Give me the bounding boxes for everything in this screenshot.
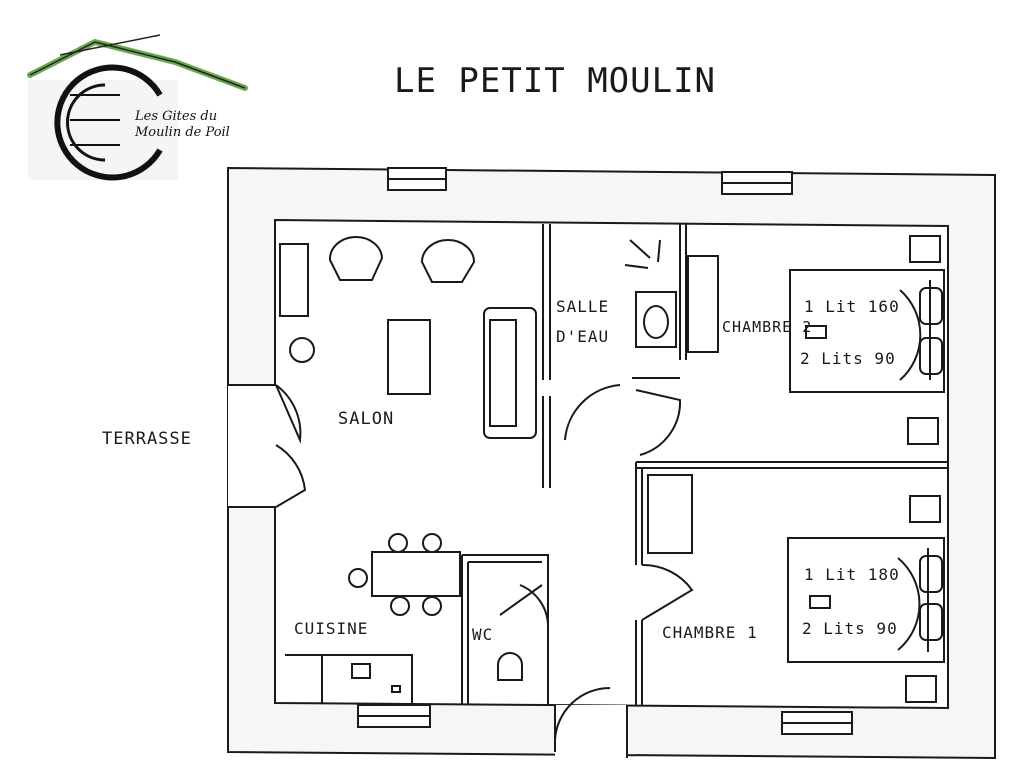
logo: Les Gites du Moulin de Poil: [27, 34, 248, 181]
logo-line1: Les Gites du: [134, 109, 217, 124]
room-label-chambre1: CHAMBRE 1: [662, 623, 758, 642]
room-label-salle-eau-2: D'EAU: [556, 327, 609, 346]
windows: [357, 167, 853, 735]
chambre2-bed-line1: 1 Lit 160: [804, 297, 900, 316]
chambre1-bed-line1: 1 Lit 180: [804, 565, 900, 584]
logo-mark: [54, 64, 163, 181]
room-label-salle-eau-1: SALLE: [556, 297, 609, 316]
chambre2-bed-line2: 2 Lits 90: [800, 349, 896, 368]
doors: [228, 384, 628, 760]
interior-walls: [461, 224, 948, 705]
cuisine-furniture: [285, 533, 461, 703]
room-label-terrasse: TERRASSE: [102, 429, 192, 449]
room-label-salon: SALON: [338, 409, 394, 429]
logo-line2: Moulin de Poil: [134, 125, 230, 140]
room-label-cuisine: CUISINE: [294, 619, 368, 638]
chambre1-furniture: [641, 474, 945, 703]
room-label-chambre2: CHAMBRE 2: [722, 318, 812, 336]
room-label-wc: WC: [472, 625, 493, 644]
salle-eau-fixtures: [564, 239, 682, 456]
chambre2-furniture: [687, 235, 945, 445]
salon-furniture: [279, 236, 537, 439]
wc-fixtures: [497, 584, 549, 681]
chambre1-bed-line2: 2 Lits 90: [802, 619, 898, 638]
page-title: LE PETIT MOULIN: [394, 61, 716, 101]
